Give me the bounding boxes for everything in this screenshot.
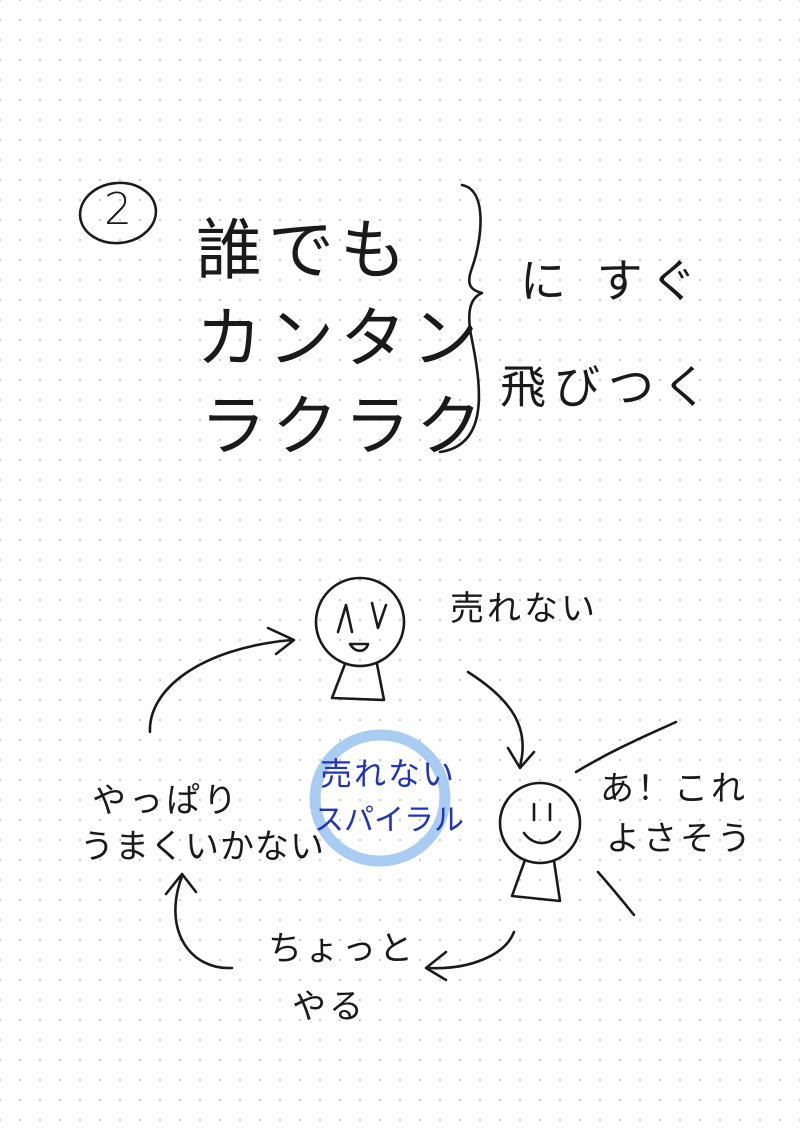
bottom-label-line-1: ちょっと — [268, 932, 416, 966]
highlight-ring-icon — [307, 727, 453, 870]
excitement-line-upper-icon — [576, 722, 676, 772]
right-label-line-1: あ！これ — [600, 772, 748, 806]
left-label-line-2: うまくいかない — [80, 830, 325, 864]
heading-right-line-2: 飛びつく — [500, 364, 716, 410]
heading-line-2: カンタン — [196, 306, 484, 372]
center-label-line-2: スパイラル — [314, 806, 464, 836]
bottom-label-line-2: やる — [292, 990, 366, 1024]
arrow-bottom-to-left-icon — [175, 876, 232, 968]
stick-figure-smiling-icon — [500, 783, 580, 901]
arrow-left-to-top-icon — [150, 640, 292, 732]
heading-line-3: ラクラク — [200, 394, 488, 460]
top-label: 売れない — [450, 592, 598, 626]
center-label-line-1: 売れない — [320, 758, 456, 790]
stick-figure-talking-icon — [316, 578, 404, 700]
heading-right-line-1: に すぐ — [520, 258, 705, 304]
excitement-line-lower-icon — [598, 872, 634, 915]
left-label-line-1: やっぱり — [92, 784, 240, 818]
arrow-top-to-right-icon — [468, 672, 523, 766]
arrow-right-to-bottom-icon — [428, 932, 514, 968]
right-label-line-2: よさそう — [606, 822, 754, 856]
heading-line-1: 誰でも — [196, 218, 412, 284]
heading-number: 2 — [104, 188, 132, 232]
